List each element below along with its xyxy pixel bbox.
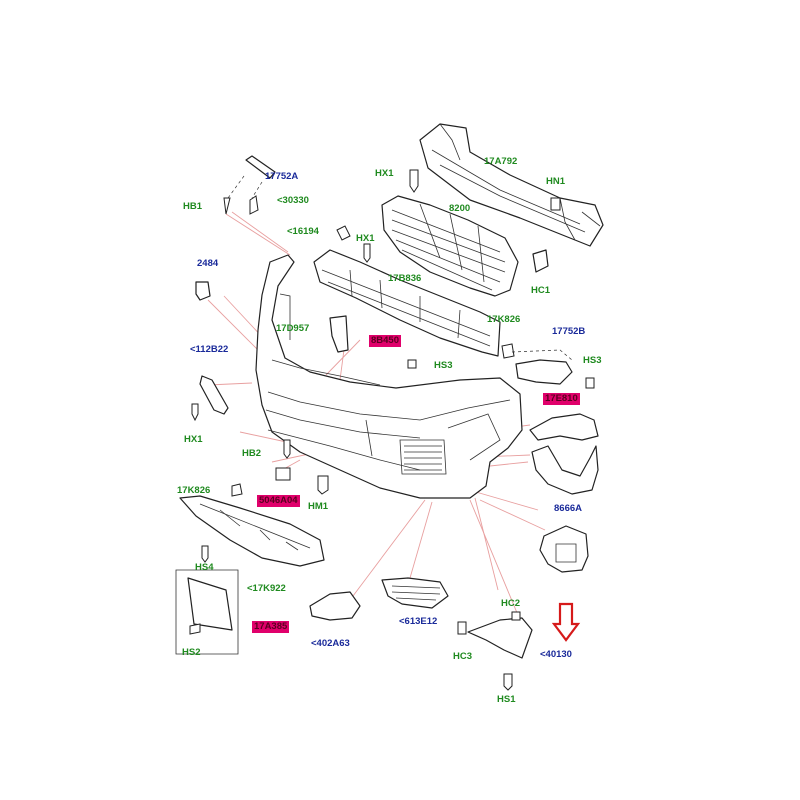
leader-lines	[207, 211, 546, 621]
part-label-17752a: 17752A	[265, 171, 299, 182]
part-label-hs2: HS2	[182, 647, 201, 658]
part-label-2484: 2484	[197, 258, 219, 269]
part-label-hm1: HM1	[308, 501, 329, 512]
part-label-hb2: HB2	[242, 448, 262, 459]
grille	[381, 195, 519, 297]
part-label-8666a: 8666A	[554, 503, 582, 514]
part-label-hc3: HC3	[453, 651, 473, 662]
part-label-hx1-left: HX1	[184, 434, 203, 445]
part-label-hc1: HC1	[531, 285, 551, 296]
left-fixtures	[191, 155, 561, 497]
lower-parts	[309, 577, 533, 691]
part-label-hn1: HN1	[546, 176, 566, 187]
part-label-hs1: HS1	[497, 694, 516, 705]
part-label-17a385: 17A385	[252, 621, 290, 633]
part-label-17d957: 17D957	[276, 323, 310, 334]
part-label-8b450: 8B450	[369, 335, 401, 347]
grille-carrier	[313, 249, 501, 357]
part-label-8200: 8200	[449, 203, 471, 214]
part-label-hx1-top: HX1	[375, 168, 394, 179]
plate-bracket	[175, 545, 239, 655]
part-label-613e12: <613E12	[399, 616, 438, 627]
part-label-17752b: 17752B	[552, 326, 586, 337]
part-label-17k826-top: 17K826	[487, 314, 521, 325]
part-label-17e810: 17E810	[543, 393, 580, 405]
part-label-hs3-top: HS3	[583, 355, 602, 366]
part-label-112b22: <112B22	[190, 344, 229, 355]
undertray	[179, 495, 325, 567]
part-label-17b836: 17B836	[388, 273, 422, 284]
part-label-hb1: HB1	[183, 201, 203, 212]
reinforcement-beam	[419, 123, 604, 247]
red-pointer-arrow	[551, 602, 581, 642]
part-label-hs3-mid: HS3	[434, 360, 453, 371]
part-label-16194: <16194	[287, 226, 319, 237]
bumper-cover	[255, 254, 523, 499]
part-label-402a63: <402A63	[311, 638, 350, 649]
part-label-17a792: 17A792	[484, 156, 518, 167]
part-label-17k922: <17K922	[247, 583, 286, 594]
part-label-30330: <30330	[277, 195, 309, 206]
part-label-hs4: HS4	[195, 562, 214, 573]
part-label-hc2: HC2	[501, 598, 521, 609]
right-fixtures	[511, 349, 599, 573]
part-label-40130: <40130	[540, 649, 572, 660]
part-label-hx1-mid: HX1	[356, 233, 375, 244]
part-label-5046a04: 5046A04	[257, 495, 300, 507]
part-label-17k826-left: 17K826	[177, 485, 211, 496]
